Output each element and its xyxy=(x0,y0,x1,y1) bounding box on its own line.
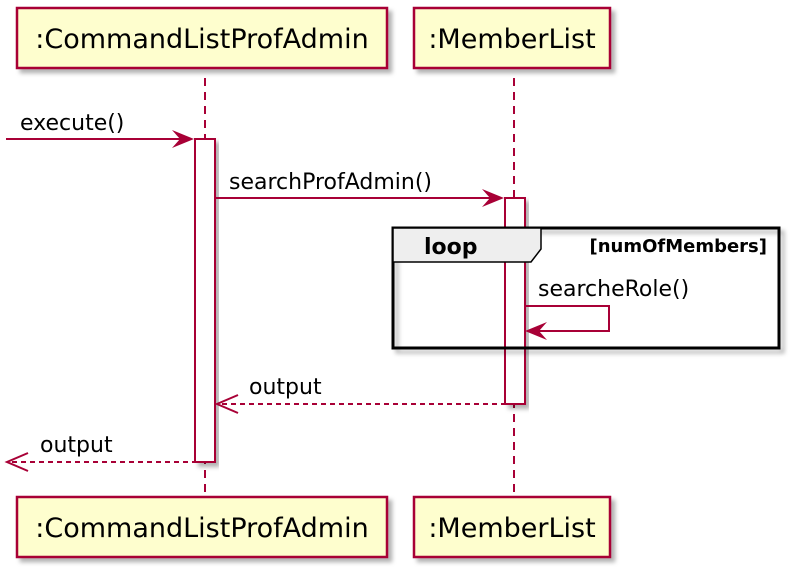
participant-memberlist-bottom-label: :MemberList xyxy=(428,513,595,544)
message-execute-label: execute() xyxy=(20,111,124,136)
loop-keyword: loop xyxy=(424,235,478,260)
message-output-inner-label: output xyxy=(249,375,322,400)
participant-command-bottom: :CommandListProfAdmin xyxy=(15,495,389,559)
message-execute: execute() xyxy=(6,111,194,148)
message-output-outer: output xyxy=(4,433,195,472)
loop-guard: [numOfMembers] xyxy=(589,236,767,257)
message-output-outer-label: output xyxy=(40,433,113,458)
loop-header-tab xyxy=(392,227,542,263)
participant-command-top-label: :CommandListProfAdmin xyxy=(35,24,368,55)
participant-command-bottom-label: :CommandListProfAdmin xyxy=(35,513,368,544)
participant-memberlist-bottom: :MemberList xyxy=(412,495,612,559)
message-search-prof-admin: searchProfAdmin() xyxy=(215,170,504,207)
participant-memberlist-top-label: :MemberList xyxy=(428,24,595,55)
activation-command xyxy=(194,138,216,463)
participant-command-top: :CommandListProfAdmin xyxy=(15,6,389,70)
loop-fragment: loop [numOfMembers] xyxy=(391,226,781,350)
participant-memberlist-top: :MemberList xyxy=(412,6,612,70)
message-search-prof-admin-label: searchProfAdmin() xyxy=(229,170,432,195)
message-searche-role: searcheRole() xyxy=(525,277,689,340)
message-searche-role-label: searcheRole() xyxy=(538,277,689,302)
message-output-inner: output xyxy=(214,375,505,414)
